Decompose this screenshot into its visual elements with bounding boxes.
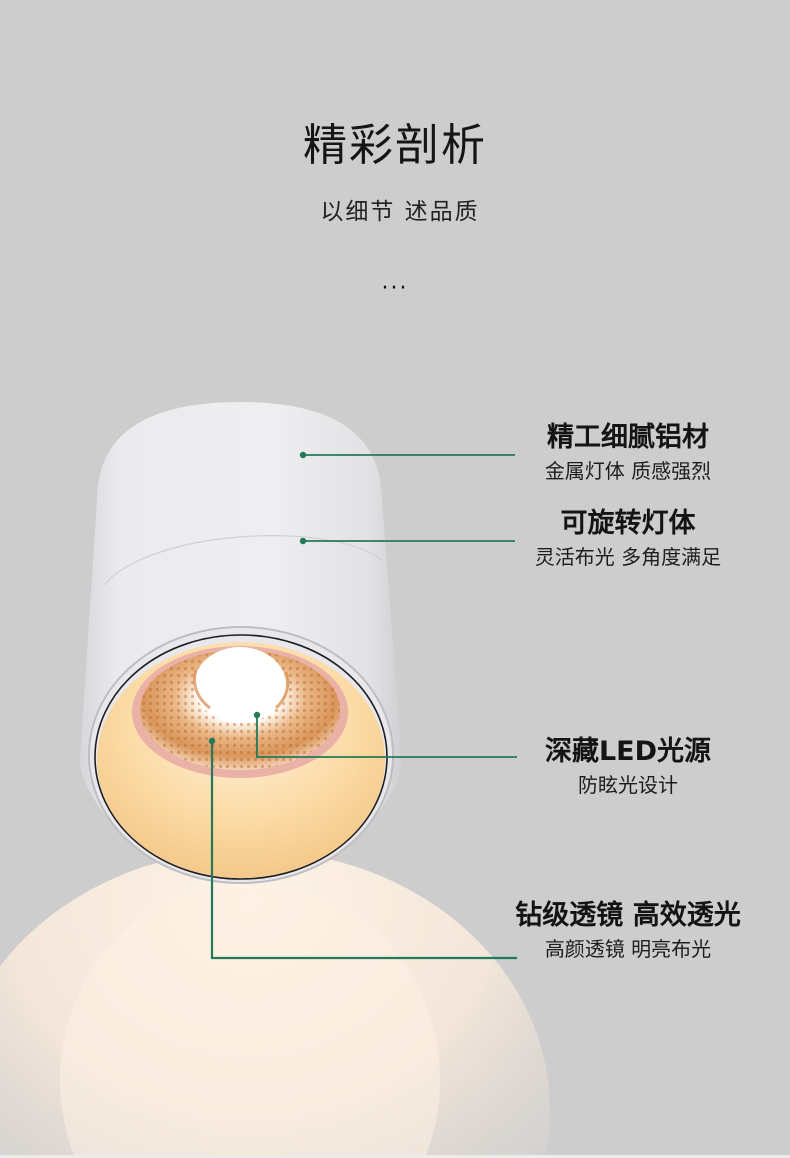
feature-deep-led: 深藏LED光源 防眩光设计: [478, 734, 778, 800]
feature-heading: 精工细腻铝材: [547, 422, 709, 453]
callout-lines: [208, 451, 517, 960]
feature-subtext: 防眩光设计: [578, 773, 678, 797]
feature-heading: 深藏LED光源: [544, 736, 712, 767]
feature-subtext: 金属灯体 质感强烈: [544, 459, 712, 483]
feature-subtext: 灵活布光 多角度满足: [534, 545, 722, 569]
feature-rotatable-body: 可旋转灯体 灵活布光 多角度满足: [478, 506, 778, 572]
feature-subtext: 高颜透镜 明亮布光: [544, 937, 712, 961]
page-subtitle: 以细节 述品质: [320, 199, 480, 225]
feature-aluminum-body: 精工细腻铝材 金属灯体 质感强烈: [478, 420, 778, 486]
ellipsis-divider: ···: [381, 276, 409, 301]
feature-heading: 可旋转灯体: [560, 508, 696, 539]
feature-heading: 钻级透镜 高效透光: [515, 900, 741, 931]
page-title: 精彩剖析: [303, 120, 487, 171]
feature-diamond-lens: 钻级透镜 高效透光 高颜透镜 明亮布光: [478, 898, 778, 964]
